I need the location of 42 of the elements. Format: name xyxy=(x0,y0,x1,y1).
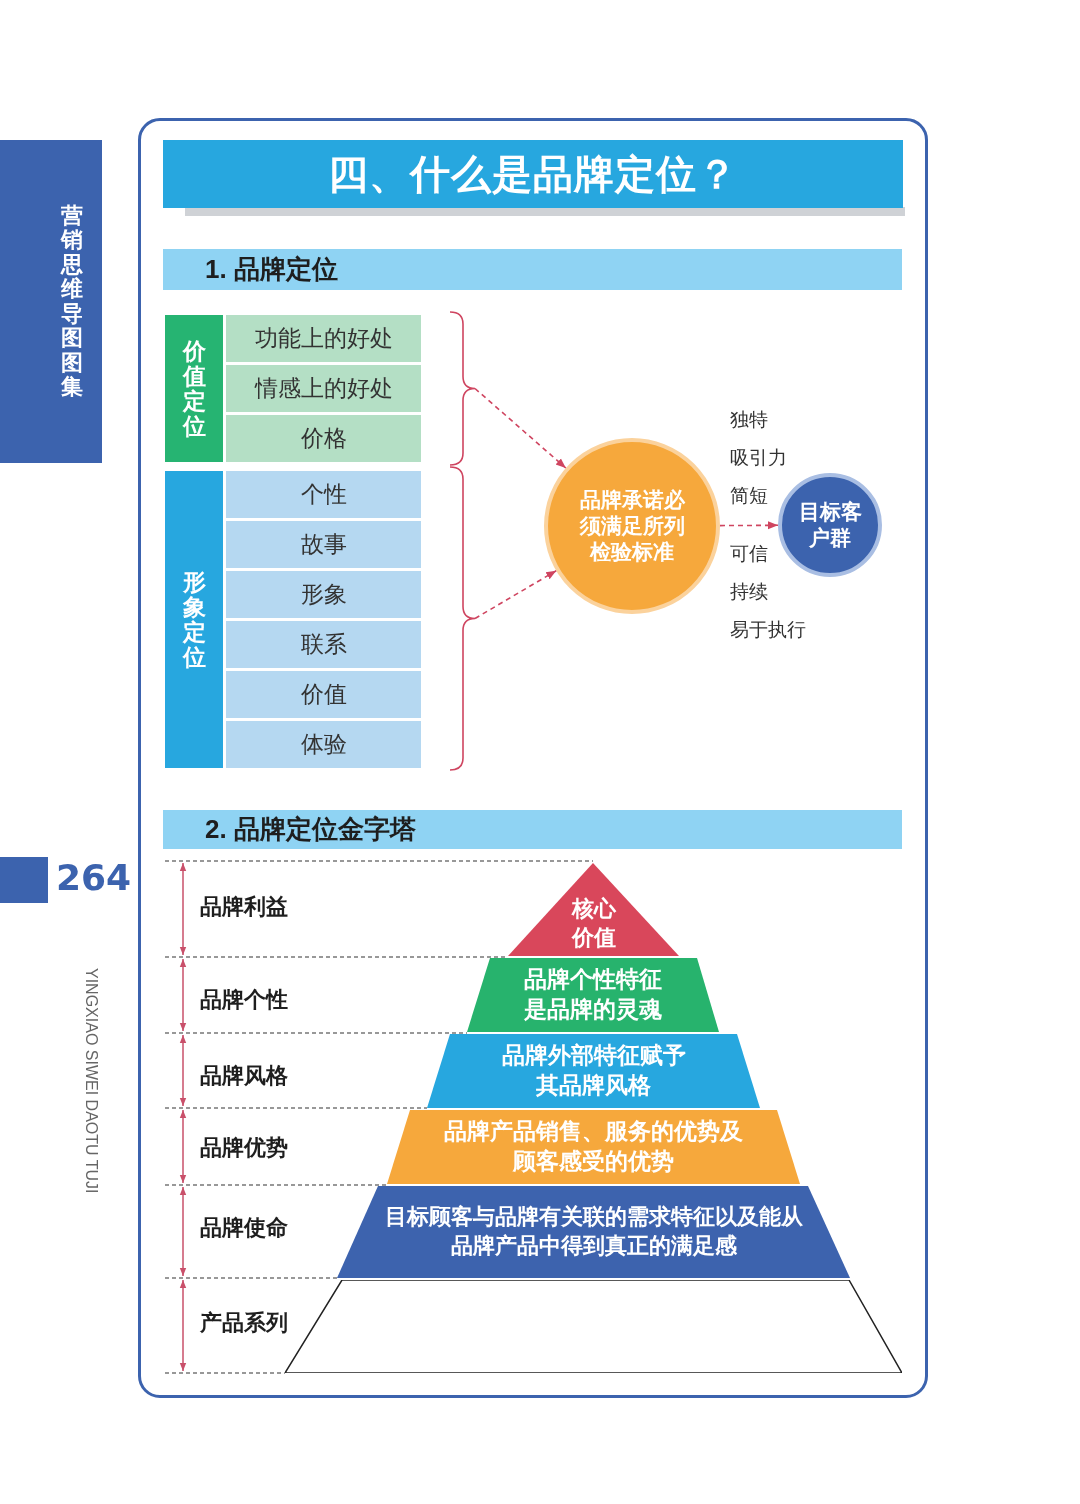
table-cell: 价值 xyxy=(226,671,421,718)
category-band: 价值定位 xyxy=(165,315,223,462)
pyramid-tier: 目标顾客与品牌有关联的需求特征以及能从品牌产品中得到真正的满足感 xyxy=(337,1186,850,1278)
running-title: YINGXIAO SIWEI DAOTU TUJI xyxy=(81,968,101,1194)
level-label: 品牌优势 xyxy=(200,1134,288,1162)
dashed-arrow xyxy=(474,569,557,620)
section-header: 1. 品牌定位 xyxy=(163,249,902,290)
table-cell: 形象 xyxy=(226,571,421,618)
page-number: 264 xyxy=(56,856,132,900)
table-cell: 情感上的好处 xyxy=(226,365,421,412)
category-band: 形象定位 xyxy=(165,471,223,768)
level-label: 产品系列 xyxy=(200,1309,288,1337)
level-label: 品牌风格 xyxy=(200,1062,288,1090)
pyramid-base xyxy=(285,1280,902,1373)
criterion-label: 吸引力 xyxy=(730,446,787,470)
title-banner: 四、什么是品牌定位？ xyxy=(163,140,903,208)
criterion-label: 简短 xyxy=(730,484,768,508)
table-cell: 联系 xyxy=(226,621,421,668)
criterion-label: 持续 xyxy=(730,580,768,604)
table-cell: 功能上的好处 xyxy=(226,315,421,362)
criterion-label: 独特 xyxy=(730,408,768,432)
dashed-arrow xyxy=(719,521,779,530)
section-header: 2. 品牌定位金字塔 xyxy=(163,810,902,849)
curly-brace xyxy=(449,311,475,466)
table-cell: 价格 xyxy=(226,415,421,462)
pyramid-tier: 核心价值 xyxy=(508,863,679,956)
level-label: 品牌利益 xyxy=(200,893,288,921)
criterion-label: 可信 xyxy=(730,542,768,566)
table-cell: 个性 xyxy=(226,471,421,518)
table-cell: 故事 xyxy=(226,521,421,568)
criterion-label: 易于执行 xyxy=(730,618,806,642)
side-tab: 营销思维导图图集 xyxy=(0,140,102,463)
table-cell: 体验 xyxy=(226,721,421,768)
circle-node: 品牌承诺必须满足所列检验标准 xyxy=(544,438,720,614)
level-label: 品牌个性 xyxy=(200,986,288,1014)
curly-brace xyxy=(449,466,475,771)
level-label: 品牌使命 xyxy=(200,1214,288,1242)
pyramid-tier: 品牌产品销售、服务的优势及顾客感受的优势 xyxy=(387,1110,800,1184)
dashed-arrow xyxy=(474,387,567,469)
circle-node: 目标客户群 xyxy=(778,473,882,577)
pyramid-tier: 品牌个性特征是品牌的灵魂 xyxy=(467,958,719,1032)
pyramid-tier: 品牌外部特征赋予其品牌风格 xyxy=(427,1034,760,1108)
